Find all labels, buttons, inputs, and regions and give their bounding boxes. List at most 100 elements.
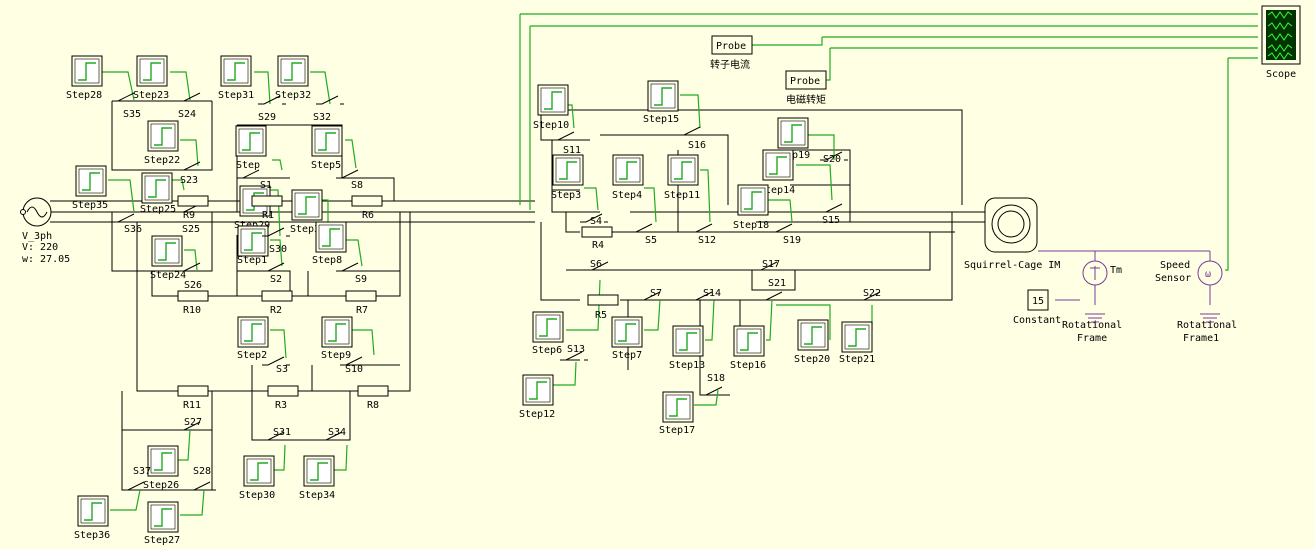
step-block[interactable]: Step34 (299, 455, 335, 501)
resistor-block[interactable]: R9 (177, 195, 209, 221)
switch-block[interactable]: S4 (580, 213, 608, 227)
torque-source-block[interactable]: Tm (1082, 260, 1122, 286)
constant-block[interactable]: 15 Constant (1013, 289, 1061, 326)
step-block[interactable]: Step30 (239, 455, 275, 501)
switch-block[interactable]: S3 (262, 356, 290, 375)
step-block[interactable]: Step32 (275, 55, 311, 101)
resistor-label: R8 (367, 400, 379, 411)
switch-block[interactable]: S30 (262, 227, 290, 255)
step-block[interactable]: Step4 (612, 154, 644, 201)
step-block[interactable]: Step33 (290, 189, 326, 235)
switch-block[interactable]: S26 (178, 262, 206, 291)
switch-block[interactable]: S18 (700, 373, 728, 396)
switch-block[interactable]: S34 (320, 427, 348, 441)
rotational-frame-block[interactable]: Rotational Frame1 (1177, 320, 1237, 344)
probe-block[interactable]: Probe 电磁转矩 (785, 70, 827, 106)
switch-block[interactable]: S14 (690, 288, 721, 301)
step-block[interactable]: Step12 (519, 374, 555, 420)
switch-block[interactable]: S10 (340, 356, 368, 375)
speed-sensor-block[interactable]: ω Speed Sensor (1155, 260, 1223, 286)
step-block[interactable]: Step25 (140, 172, 176, 215)
switch-block[interactable]: S2 (262, 262, 290, 285)
switch-block[interactable]: S15 (820, 203, 848, 226)
switch-label: S35 (123, 109, 141, 120)
switch-block[interactable]: S31 (262, 427, 291, 441)
step-block[interactable]: Step13 (669, 325, 705, 371)
step-block[interactable]: Step11 (664, 154, 700, 201)
switch-block[interactable]: S20 (820, 151, 848, 165)
step-label: Step33 (290, 224, 326, 235)
switch-block[interactable]: S9 (336, 262, 367, 285)
rotational-frame-block[interactable]: Rotational Frame (1062, 320, 1122, 344)
step-block[interactable]: Step8 (312, 221, 347, 266)
step-block[interactable]: Step36 (74, 495, 110, 541)
resistor-block[interactable]: R1 (251, 195, 283, 221)
step-block[interactable]: Step16 (730, 325, 766, 371)
step-block[interactable]: Step (235, 125, 267, 171)
resistor-block[interactable]: R10 (177, 290, 209, 316)
step-block[interactable]: Step18 (733, 184, 769, 231)
step-block[interactable]: Step5 (311, 125, 343, 171)
switch-block[interactable]: S19 (770, 223, 801, 246)
step-block[interactable]: Step1 (237, 225, 269, 266)
switch-block[interactable]: S7 (638, 288, 666, 301)
step-block[interactable]: Step21 (839, 321, 875, 365)
switch-block[interactable]: S29 (258, 95, 286, 123)
switch-block[interactable]: S32 (313, 95, 344, 123)
sensor-glyph: ω (1205, 269, 1211, 280)
switch-block[interactable]: S24 (178, 92, 206, 120)
switch-block[interactable]: S28 (188, 466, 216, 491)
step-block[interactable]: Step14 (759, 149, 795, 196)
step-block[interactable]: Step28 (66, 55, 103, 101)
switch-label: S29 (258, 112, 276, 123)
resistor-block[interactable]: R4 (581, 226, 613, 251)
step-block[interactable]: Step15 (643, 80, 679, 125)
switch-block[interactable]: S36 (112, 213, 142, 235)
switch-label: S1 (260, 180, 272, 191)
resistor-block[interactable]: R8 (357, 385, 389, 411)
step-block[interactable]: Step27 (144, 501, 180, 546)
step-block[interactable]: Step24 (150, 235, 186, 281)
resistor-block[interactable]: R6 (351, 195, 383, 221)
step-label: Step16 (730, 360, 766, 371)
scope-block[interactable]: Scope (1261, 5, 1301, 80)
switch-block[interactable]: S23 (178, 161, 206, 186)
switch-block[interactable]: S8 (336, 169, 364, 191)
step-block[interactable]: Step2 (237, 316, 269, 361)
switch-block[interactable]: S35 (112, 92, 141, 120)
switch-block[interactable]: S11 (552, 131, 581, 156)
switch-block[interactable]: S27 (178, 417, 206, 431)
step-block[interactable]: Step6 (532, 311, 564, 356)
switch-block[interactable]: S21 (760, 278, 788, 301)
step-block[interactable]: Step3 (551, 154, 584, 201)
motor-block[interactable]: Squirrel-Cage IM (964, 197, 1060, 271)
switch-block[interactable]: S12 (690, 223, 718, 246)
step-block[interactable]: Step20 (794, 319, 830, 365)
step-block[interactable]: Step10 (533, 84, 569, 131)
switch-block[interactable]: S25 (178, 203, 206, 235)
step-block[interactable]: Step35 (72, 165, 108, 211)
step-block[interactable]: Step17 (659, 391, 695, 436)
resistor-block[interactable]: R7 (345, 290, 377, 316)
switch-block[interactable]: S1 (237, 169, 272, 191)
step-block[interactable]: Step26 (143, 445, 179, 491)
step-block[interactable]: Step31 (218, 55, 254, 101)
switch-block[interactable]: S5 (630, 223, 658, 246)
switch-block[interactable]: S37 (122, 466, 151, 491)
source-block[interactable]: V_3ph V: 220 w: 27.05 (20, 197, 71, 265)
step-block[interactable]: Step29 (234, 185, 271, 231)
step-block[interactable]: Step22 (144, 120, 180, 166)
switch-block[interactable]: S16 (678, 126, 706, 151)
resistor-block[interactable]: R11 (177, 385, 209, 411)
probe-block[interactable]: Probe 转子电流 (710, 35, 753, 71)
step-block[interactable]: Step9 (321, 316, 353, 361)
switch-block[interactable]: S13 (560, 344, 588, 361)
resistor-block[interactable]: R3 (267, 385, 299, 411)
step-block[interactable]: Step7 (611, 316, 643, 361)
switch-block[interactable]: S17 (755, 259, 783, 271)
resistor-block[interactable]: R5 (587, 294, 619, 321)
switch-block[interactable]: S6 (586, 259, 614, 271)
switch-block[interactable]: S22 (858, 288, 886, 301)
step-block[interactable]: Step23 (133, 55, 169, 101)
resistor-block[interactable]: R2 (261, 290, 293, 316)
